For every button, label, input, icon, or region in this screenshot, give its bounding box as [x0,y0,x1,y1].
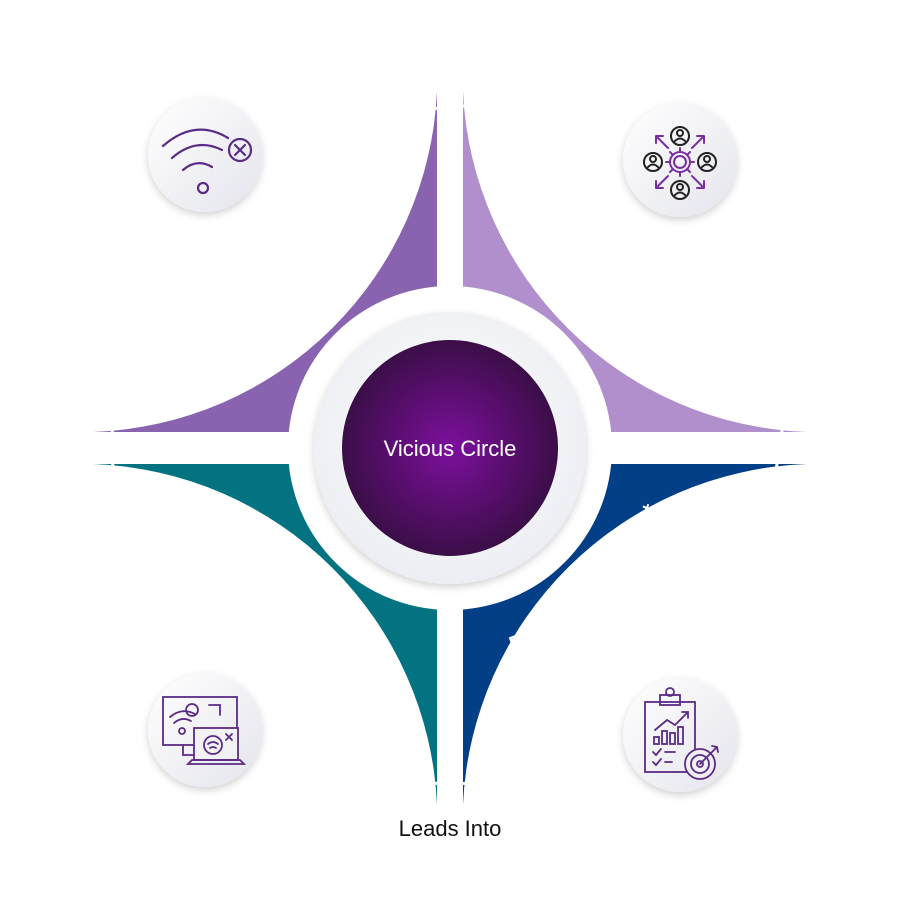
center-circle [342,340,558,556]
arrow-right [753,345,785,550]
icon-badge-top-right [623,103,737,217]
disconnected-devices-icon [162,696,247,765]
center-label: Vicious Circle [384,436,517,461]
icon-badge-bottom-right [623,678,737,792]
footer-label: Leads Into [398,816,502,841]
icon-badge-bottom-left [148,673,262,787]
arrow-bottom [343,760,555,786]
arrow-left [110,335,144,547]
clipboard-chart-target-icon [644,687,719,780]
icon-badge-top-left [148,98,262,212]
team-gear-network-icon [643,126,717,200]
flow-arrows [110,104,785,786]
arrow-top [341,104,465,134]
wifi-disconnected-icon [161,128,253,195]
